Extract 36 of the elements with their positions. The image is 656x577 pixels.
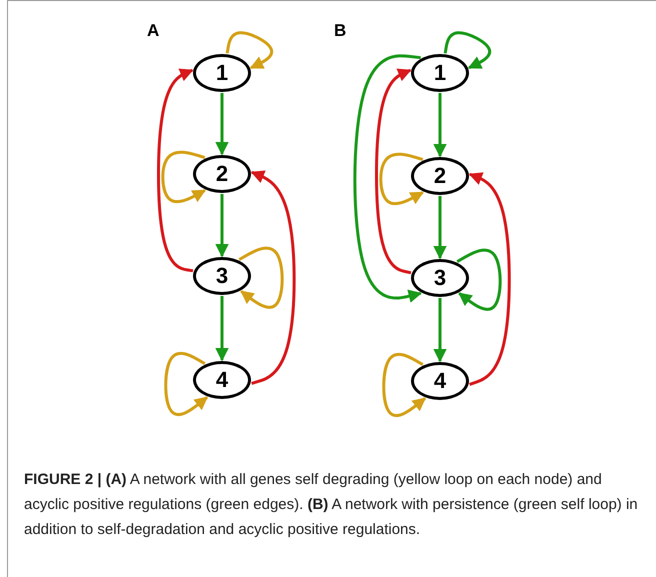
self-loop-arrow (456, 248, 502, 311)
self-loop-arrow (238, 246, 284, 309)
node-number: 1 (216, 62, 228, 84)
node-number: 2 (434, 165, 446, 187)
self-loop-arrow (382, 352, 426, 417)
gene-node (193, 257, 251, 295)
node-number: 1 (434, 62, 446, 84)
self-loop-arrow (226, 31, 274, 70)
arrow (468, 172, 511, 386)
self-loop-arrow (444, 31, 492, 70)
arrow (433, 298, 447, 362)
node-number: 2 (216, 163, 228, 185)
arrow (353, 54, 422, 303)
arrow (250, 170, 296, 385)
arrow (157, 68, 194, 272)
arrow (215, 93, 229, 156)
arrow (433, 93, 447, 158)
node-number: 3 (434, 267, 446, 289)
gene-node (193, 54, 251, 92)
arrow (215, 194, 229, 258)
node-number: 4 (434, 370, 446, 392)
gene-node (411, 54, 469, 92)
arrow (375, 68, 412, 274)
node-number: 4 (216, 369, 228, 391)
gene-node (411, 259, 469, 297)
gene-node (411, 157, 469, 195)
panel-letter: B (334, 21, 346, 41)
node-number: 3 (216, 265, 228, 287)
arrow (433, 196, 447, 260)
self-loop-arrow (379, 152, 424, 206)
arrow (215, 296, 229, 362)
figure-caption: FIGURE 2 | (A) A network with all genes self degrading (yellow loop on each node) and acyclic positive regulations (green edges). (B) A network with persistence (green self loop) in addition to self-degradation and acyclic positive regulations. (24, 470, 639, 540)
gene-node (193, 155, 251, 193)
panel-letter: A (147, 21, 160, 41)
self-loop-arrow (164, 352, 208, 416)
self-loop-arrow (161, 150, 206, 204)
